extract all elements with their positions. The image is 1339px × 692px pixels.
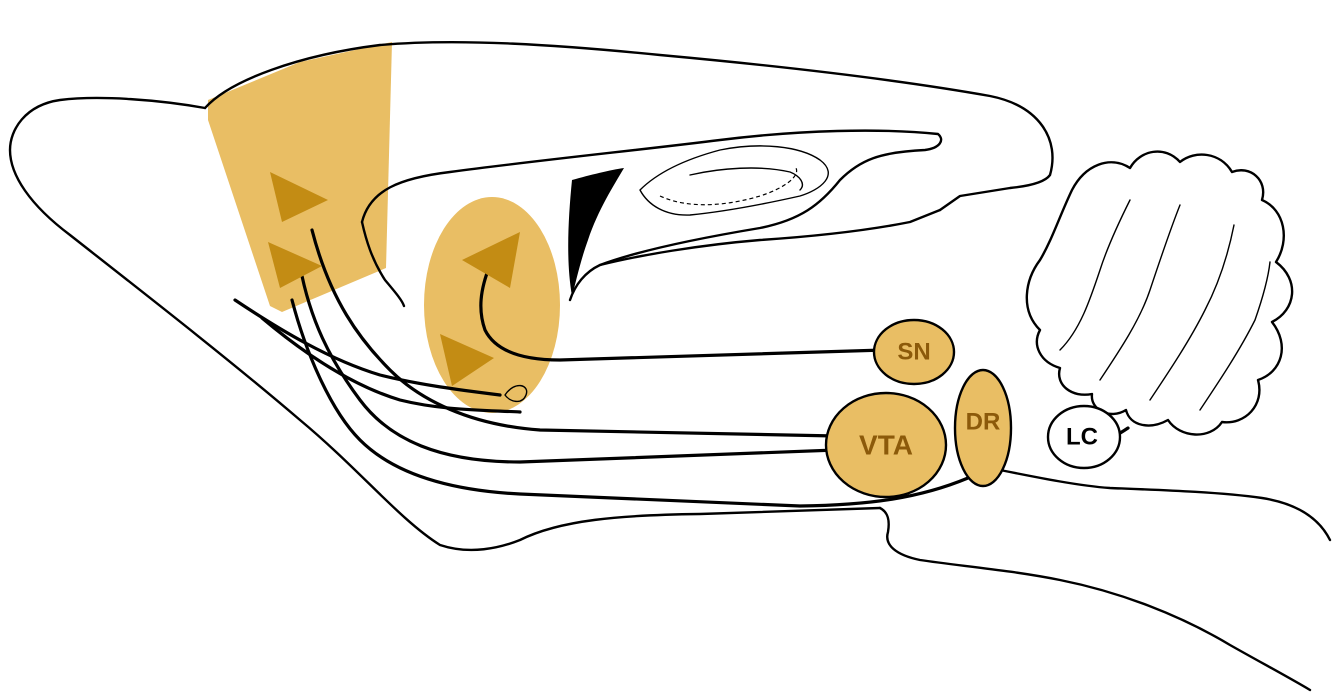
vta-label: VTA [859, 430, 913, 461]
brainstem-dorsal-outline [1000, 470, 1330, 540]
vta-nucleus: VTA [826, 393, 946, 497]
striatum-region [424, 197, 560, 413]
dr-label: DR [966, 409, 1001, 436]
sn-label: SN [897, 339, 930, 366]
cerebellum-outline [1027, 152, 1292, 435]
vta-pfc-projection-2 [300, 266, 836, 462]
sn-nucleus: SN [874, 320, 954, 384]
hippocampus-outline [640, 146, 828, 215]
lc-nucleus: LC [1048, 406, 1120, 468]
hippocampus-inner-line [690, 168, 802, 190]
lateral-ventricle [568, 168, 624, 296]
thalamus-outline [600, 210, 940, 265]
dr-nucleus: DR [955, 370, 1011, 486]
cerebellum-folia-1 [1060, 200, 1130, 350]
cerebellum-folia-2 [1100, 205, 1180, 380]
hippocampus-dentate-line [660, 168, 797, 205]
brainstem-outline [880, 508, 1310, 690]
lc-label: LC [1066, 424, 1098, 451]
